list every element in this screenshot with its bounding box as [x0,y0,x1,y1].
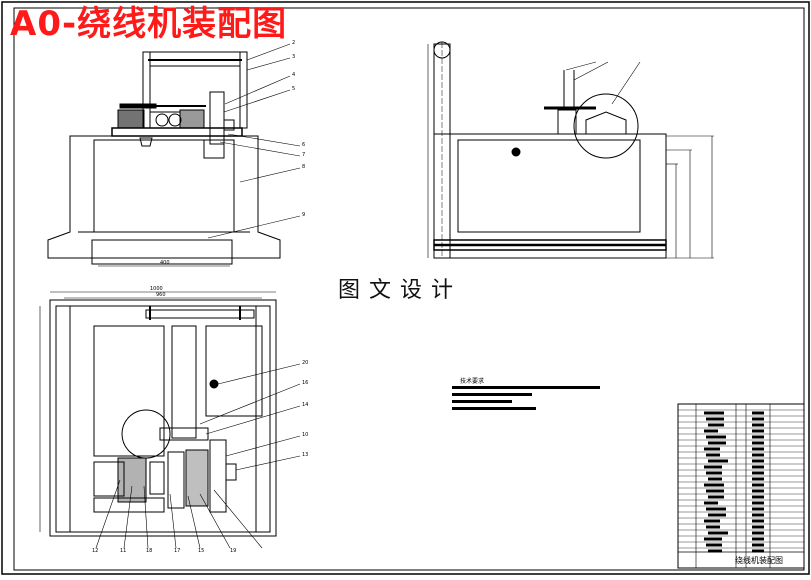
top-callout-12: 12 [92,548,98,554]
parts-list-table [677,403,805,569]
parts-row-entry [708,459,728,463]
tech-requirements-lines [452,386,600,410]
parts-row-material [752,513,764,517]
drawing-title: A0-绕线机装配图 [10,4,288,44]
parts-row-entry [708,531,728,535]
top-callout-11: 11 [120,548,126,554]
top-callout-20: 20 [302,360,308,366]
parts-row-entry [708,423,724,427]
top-callout-19: 19 [230,548,236,554]
parts-row-material [752,435,764,439]
tech-requirements-title: 技术要求 [460,378,485,385]
front-view: 400 [47,43,301,267]
top-callout-15: 15 [198,548,204,554]
front-callout-4: 4 [292,72,295,78]
parts-row-material [752,537,764,541]
front-callout-3: 3 [292,54,295,60]
svg-text:1000: 1000 [150,286,163,292]
parts-row-material [752,483,764,487]
parts-row-entry [706,525,720,529]
parts-row-material [752,495,764,499]
parts-row-entry [704,447,720,451]
watermark-text: 图文设计 [338,278,463,303]
parts-row-material [752,453,764,457]
parts-row-entry [704,501,718,505]
parts-row-entry [704,537,722,541]
side-view [427,41,714,259]
parts-row-entry [704,429,718,433]
parts-row-entry [706,417,724,421]
parts-row-material [752,519,764,523]
parts-row-entry [704,519,720,523]
parts-row-entry [706,453,720,457]
parts-row-material [752,411,764,415]
parts-row-material [752,471,764,475]
front-callout-9: 9 [302,212,305,218]
parts-row-material [752,429,764,433]
top-callout-16: 16 [302,380,308,386]
parts-row-entry [704,465,722,469]
parts-row-entry [704,483,724,487]
parts-row-entry [706,543,722,547]
top-callout-18: 18 [146,548,152,554]
parts-row-material [752,543,764,547]
parts-row-material [752,465,764,469]
parts-row-material [752,549,764,553]
top-view: 1000 960 [39,286,301,549]
parts-row-material [752,507,764,511]
front-callout-5: 5 [292,86,295,92]
parts-row-material [752,477,764,481]
parts-row-material [752,531,764,535]
parts-row-material [752,447,764,451]
parts-row-material [752,423,764,427]
parts-row-entry [706,435,726,439]
parts-row-entry [706,507,726,511]
front-callout-7: 7 [302,152,305,158]
parts-row-entry [704,411,724,415]
svg-text:400: 400 [160,260,170,266]
front-callout-6: 6 [302,142,305,148]
parts-row-entry [708,495,724,499]
top-callout-10: 10 [302,432,308,438]
inner-frame [13,7,805,571]
parts-row-material [752,441,764,445]
parts-row-entry [708,513,726,517]
parts-row-entry [708,549,722,553]
parts-row-entry [708,477,722,481]
top-callout-17: 17 [174,548,180,554]
top-callout-13: 13 [302,452,308,458]
parts-row-material [752,489,764,493]
top-callout-14: 14 [302,402,308,408]
parts-row-material [752,525,764,529]
parts-row-entry [706,489,724,493]
front-callout-8: 8 [302,164,305,170]
parts-row-entry [706,471,722,475]
front-callout-2: 2 [292,40,295,46]
parts-row-material [752,501,764,505]
title-block-name: 绕线机装配图 [735,556,783,565]
parts-row-material [752,459,764,463]
parts-row-material [752,417,764,421]
svg-text:960: 960 [156,292,166,298]
parts-row-entry [708,441,726,445]
